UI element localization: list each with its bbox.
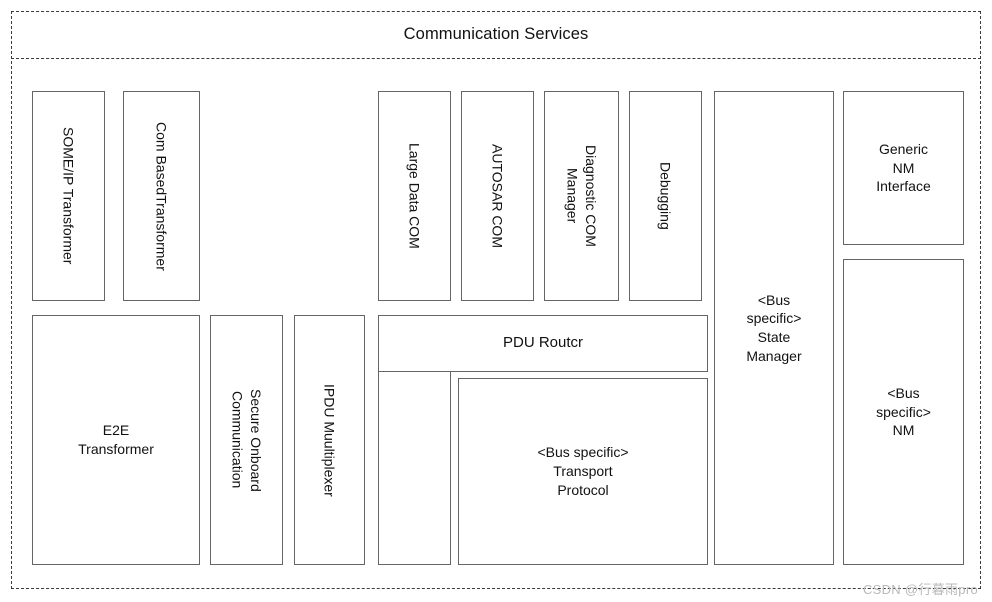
block-label: PDU Routcr [502,334,584,352]
block-label: Secure Onboard Communication [229,388,264,492]
block-someip-transformer[interactable]: SOME/IP Transformer [32,91,105,301]
block-large-data-com[interactable]: Large Data COM [378,91,451,301]
block-autosar-com[interactable]: AUTOSAR COM [461,91,534,301]
block-label: <Bus specific> Transport Protocol [537,444,629,498]
block-label: SOME/IP Transformer [60,127,77,265]
block-ipdu-multiplexer[interactable]: IPDU Muultiplexer [294,315,365,565]
block-label: AUTOSAR COM [489,144,506,248]
watermark: CSDN @行暮雨pro [862,582,978,597]
block-diagnostic-com-manager[interactable]: Diagnostic COM Manager [544,91,619,301]
block-e2e-transformer[interactable]: E2E Transformer [32,315,200,565]
block-label: <Bus specific> NM [876,384,931,439]
block-com-based-transformer[interactable]: Com BasedTransformer [123,91,200,301]
block-bus-specific-transport-protocol[interactable]: <Bus specific> Transport Protocol [458,378,708,565]
block-label: Large Data COM [406,143,423,249]
block-label: Com BasedTransformer [153,121,170,271]
layer-title: Communication Services [403,25,589,43]
block-secure-onboard-communication[interactable]: Secure Onboard Communication [210,315,283,565]
block-debugging[interactable]: Debugging [629,91,702,301]
layer-header-divider [11,58,981,59]
block-generic-nm-interface[interactable]: Generic NM Interface [843,91,964,245]
block-label: Debugging [657,162,674,230]
block-bus-specific-state-manager[interactable]: <Bus specific> State Manager [714,91,834,565]
block-label: Generic NM Interface [876,140,931,195]
block-bus-specific-nm[interactable]: <Bus specific> NM [843,259,964,565]
block-pdu-router[interactable]: PDU Routcr [378,315,708,372]
block-label: E2E Transformer [78,422,154,457]
block-label: <Bus specific> State Manager [746,291,802,364]
block-label: Diagnostic COM Manager [564,145,599,247]
communication-services-layer-border [11,11,981,589]
block-label: IPDU Muultiplexer [321,383,338,497]
